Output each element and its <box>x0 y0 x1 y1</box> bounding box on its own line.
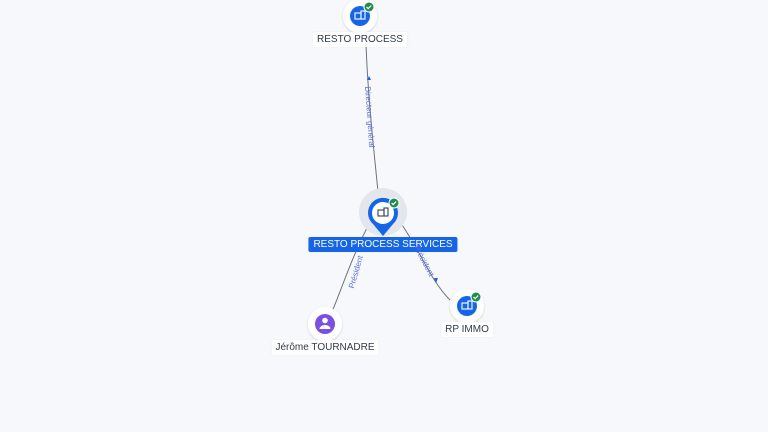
node-top[interactable] <box>343 0 377 33</box>
node-left-label[interactable]: Jérôme TOURNADRE <box>271 340 379 355</box>
edge-center-right-arrow <box>434 278 438 283</box>
edge-center-right[interactable] <box>399 221 451 301</box>
person-icon <box>319 317 331 329</box>
edge-top-center[interactable] <box>365 43 379 193</box>
node-right[interactable] <box>450 289 484 323</box>
node-center-label[interactable]: RESTO PROCESS SERVICES <box>308 237 458 252</box>
company-icon <box>377 207 389 217</box>
company-icon <box>354 10 366 20</box>
node-top-label[interactable]: RESTO PROCESS <box>313 32 407 47</box>
node-left[interactable] <box>308 307 342 341</box>
node-center[interactable] <box>359 188 407 236</box>
edge-top-center-arrow <box>367 76 371 80</box>
company-icon <box>461 300 473 310</box>
node-right-label[interactable]: RP IMMO <box>441 322 493 337</box>
